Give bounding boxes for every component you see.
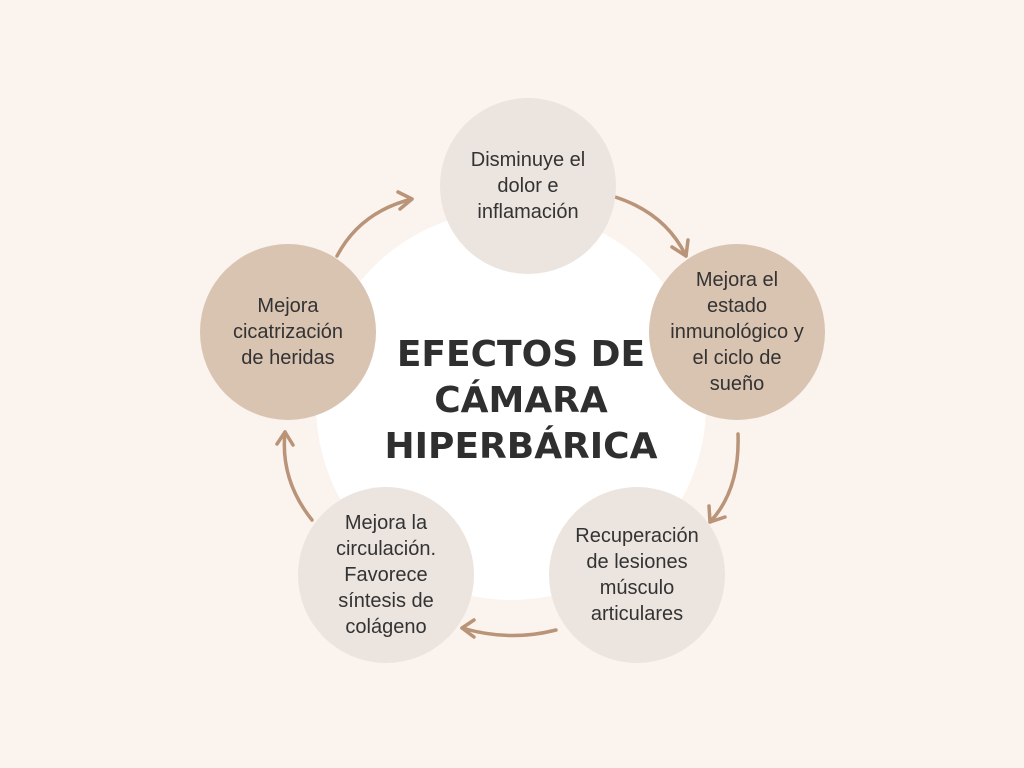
node-line: Recuperación <box>575 525 699 547</box>
node-label: Recuperación de lesiones músculo articul… <box>575 523 698 627</box>
node-line: Favorece <box>344 564 428 586</box>
arrow-bottomleft-to-left <box>282 430 314 522</box>
node-line: cicatrización <box>232 321 344 343</box>
node-line: inmunológico y <box>670 321 804 343</box>
node-line: músculo <box>599 577 675 599</box>
node-label: Disminuye el dolor e inflamación <box>471 147 585 225</box>
node-line: colágeno <box>345 616 427 638</box>
node-line: circulación. <box>335 538 437 560</box>
node-injury-recovery: Recuperación de lesiones músculo articul… <box>549 487 725 663</box>
node-line: estado <box>706 295 768 317</box>
node-circulation-collagen: Mejora la circulación. Favorece síntesis… <box>298 487 474 663</box>
arrow-top-to-right <box>610 194 688 258</box>
node-immune-sleep: Mejora el estado inmunológico y el ciclo… <box>649 244 825 420</box>
node-line: el ciclo de <box>692 347 782 369</box>
title-line-1: EFECTOS DE <box>396 334 646 375</box>
node-line: Mejora el <box>695 269 779 291</box>
node-line: de lesiones <box>586 551 688 573</box>
arrow-bottomright-to-bottomleft <box>460 626 558 638</box>
node-line: sueño <box>709 373 765 395</box>
arrowhead-bottomright-to-bottomleft <box>460 618 476 639</box>
node-label: Mejora el estado inmunológico y el ciclo… <box>670 267 803 397</box>
node-line: Disminuye el <box>470 149 586 171</box>
node-line: Mejora <box>257 295 319 317</box>
node-line: inflamación <box>477 201 579 223</box>
arrowhead-bottomleft-to-left <box>275 430 295 447</box>
node-label: Mejora cicatrización de heridas <box>233 293 343 371</box>
diagram-title: EFECTOS DE CÁMARA HIPERBÁRICA <box>366 332 676 470</box>
arrowhead-left-to-top <box>396 190 414 211</box>
arrow-left-to-top <box>335 197 414 258</box>
node-line: síntesis de <box>338 590 434 612</box>
node-line: de heridas <box>241 347 335 369</box>
arrowhead-right-to-bottomright <box>707 504 727 524</box>
node-line: articulares <box>590 603 684 625</box>
node-line: Mejora la <box>344 512 428 534</box>
node-pain-inflammation: Disminuye el dolor e inflamación <box>440 98 616 274</box>
node-label: Mejora la circulación. Favorece síntesis… <box>336 510 436 640</box>
title-line-2: CÁMARA <box>434 380 608 421</box>
node-line: dolor e <box>497 175 559 197</box>
arrowhead-top-to-right <box>670 238 690 258</box>
arrow-right-to-bottomright <box>708 432 740 524</box>
title-line-3: HIPERBÁRICA <box>384 426 658 467</box>
node-wound-healing: Mejora cicatrización de heridas <box>200 244 376 420</box>
